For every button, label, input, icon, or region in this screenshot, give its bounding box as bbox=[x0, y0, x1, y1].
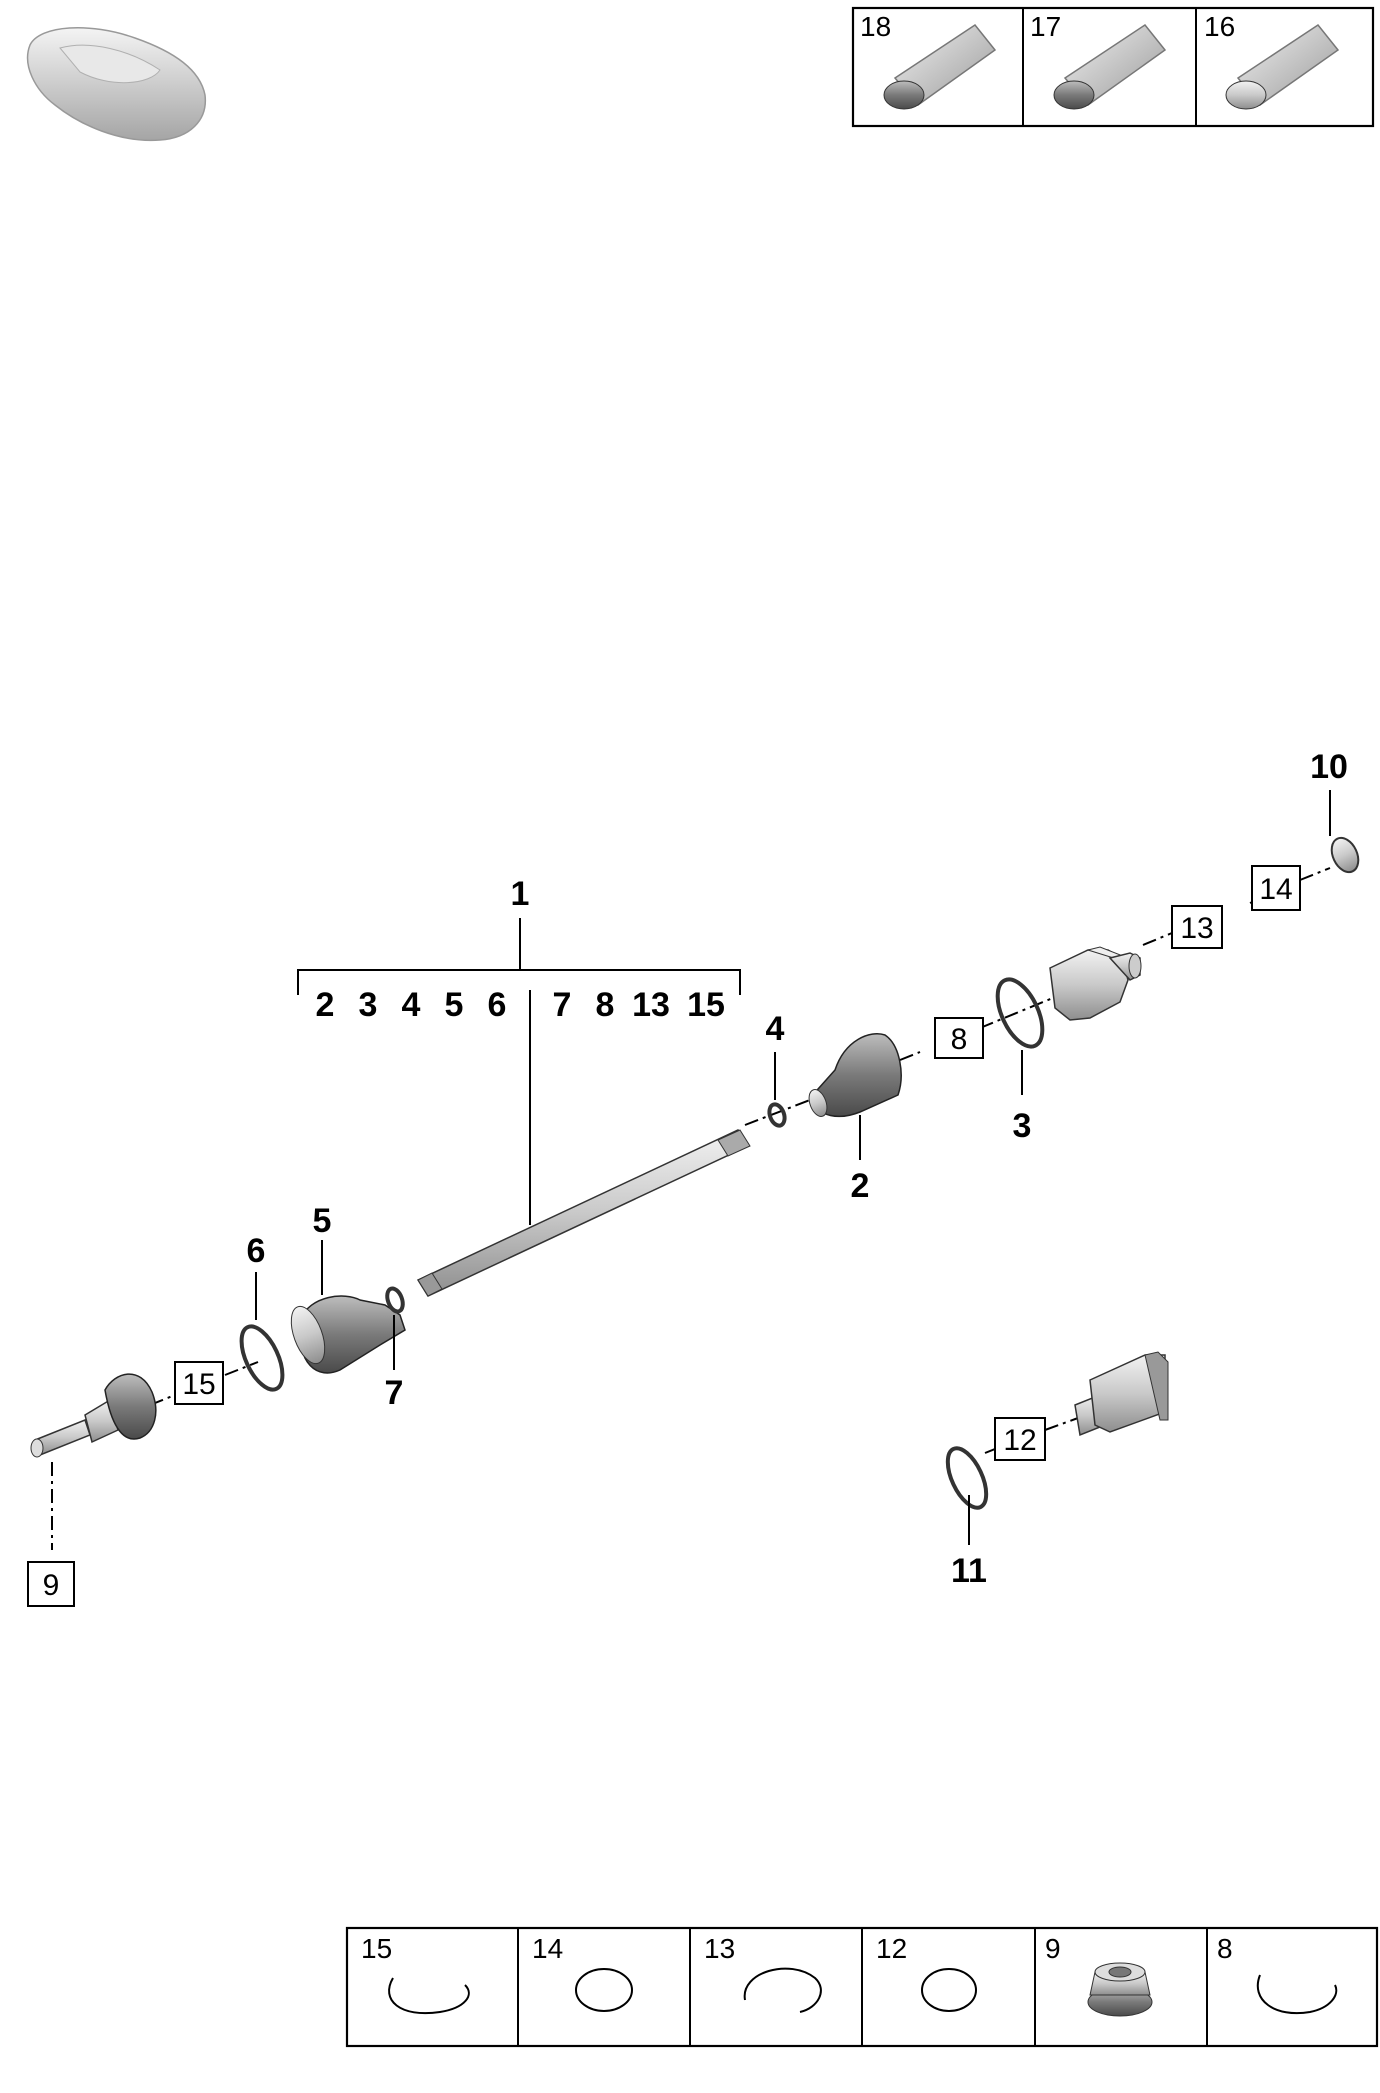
callout-2[interactable]: 2 bbox=[851, 1167, 870, 1205]
svg-text:12: 12 bbox=[1003, 1424, 1036, 1457]
clip-7-part[interactable] bbox=[384, 1286, 405, 1314]
assembly-item: 13 bbox=[632, 986, 670, 1024]
callout-3[interactable]: 3 bbox=[1013, 1107, 1032, 1145]
bottom-table-cell-13[interactable]: 13 bbox=[704, 1933, 822, 2013]
outer-cv-joint-part[interactable] bbox=[30, 1373, 157, 1458]
top-table-cell-18[interactable]: 18 bbox=[860, 11, 997, 110]
boxed-ref-8[interactable]: 8 bbox=[934, 1017, 984, 1059]
top-table-label: 16 bbox=[1204, 11, 1235, 42]
drive-shaft-part[interactable] bbox=[416, 1129, 751, 1297]
o-ring-icon bbox=[575, 1968, 633, 2012]
circlip-4-part[interactable] bbox=[767, 1102, 788, 1128]
assembly-bracket: 1 2 3 4 5 6 7 8 13 15 bbox=[297, 875, 741, 1225]
assembly-item: 8 bbox=[596, 986, 615, 1024]
callout-4[interactable]: 4 bbox=[766, 1010, 785, 1048]
inner-boot-2-part[interactable] bbox=[806, 1033, 902, 1119]
boxed-ref-15[interactable]: 15 bbox=[174, 1361, 224, 1405]
o-ring-icon bbox=[921, 1968, 977, 2012]
bottom-table-cell-8[interactable]: 8 bbox=[1217, 1933, 1338, 2015]
svg-text:8: 8 bbox=[951, 1023, 968, 1056]
top-table-label: 17 bbox=[1030, 11, 1061, 42]
clamp-ring-6-part[interactable] bbox=[233, 1320, 291, 1395]
bottom-table-cell-9[interactable]: 9 bbox=[1045, 1933, 1153, 2017]
assembly-item: 2 bbox=[316, 986, 335, 1024]
assembly-item: 15 bbox=[687, 986, 725, 1024]
bottom-table-label: 8 bbox=[1217, 1933, 1233, 1964]
callout-6[interactable]: 6 bbox=[247, 1232, 266, 1270]
assembly-item: 4 bbox=[402, 986, 421, 1024]
bottom-table-label: 14 bbox=[532, 1933, 563, 1964]
bottom-table-label: 12 bbox=[876, 1933, 907, 1964]
bottom-table-label: 9 bbox=[1045, 1933, 1061, 1964]
alternative-joint-housing-part[interactable] bbox=[1074, 1351, 1169, 1437]
ring-10-part[interactable] bbox=[1327, 834, 1364, 877]
callout-1[interactable]: 1 bbox=[511, 875, 530, 913]
bottom-parts-table: 15 14 13 12 9 8 bbox=[345, 1926, 1379, 2048]
clamp-ring-3-part[interactable] bbox=[988, 973, 1051, 1053]
assembly-item: 3 bbox=[359, 986, 378, 1024]
svg-text:15: 15 bbox=[182, 1368, 215, 1401]
bottom-table-label: 15 bbox=[361, 1933, 392, 1964]
bottom-table-cell-12[interactable]: 12 bbox=[876, 1933, 977, 2012]
svg-text:9: 9 bbox=[43, 1569, 60, 1602]
assembly-item: 6 bbox=[488, 986, 507, 1024]
bottom-table-cell-15[interactable]: 15 bbox=[361, 1933, 470, 2015]
svg-text:14: 14 bbox=[1259, 873, 1292, 906]
bottom-table-cell-14[interactable]: 14 bbox=[532, 1933, 633, 2012]
callout-7[interactable]: 7 bbox=[385, 1374, 404, 1412]
callout-11[interactable]: 11 bbox=[951, 1552, 987, 1590]
ring-11-part[interactable] bbox=[940, 1443, 994, 1514]
inner-cv-joint-housing-part[interactable] bbox=[1049, 946, 1142, 1021]
boxed-ref-13[interactable]: 13 bbox=[1171, 905, 1223, 949]
grease-tube-icon bbox=[1053, 23, 1167, 110]
outer-boot-5-part[interactable] bbox=[285, 1295, 406, 1374]
callout-5[interactable]: 5 bbox=[313, 1202, 332, 1240]
assembly-item: 5 bbox=[445, 986, 464, 1024]
collar-nut-icon bbox=[1087, 1962, 1153, 2017]
car-thumbnail-icon bbox=[26, 27, 206, 142]
grease-tube-icon bbox=[1225, 23, 1340, 110]
snap-ring-icon bbox=[1257, 1974, 1338, 2015]
top-table-cell-16[interactable]: 16 bbox=[1204, 11, 1340, 110]
callout-numbers: 2 3 4 5 6 7 10 11 bbox=[247, 748, 1348, 1590]
boxed-ref-12[interactable]: 12 bbox=[994, 1417, 1046, 1461]
boxed-ref-9[interactable]: 9 bbox=[27, 1561, 75, 1607]
snap-ring-icon bbox=[388, 1977, 470, 2015]
top-parts-table: 18 17 16 bbox=[851, 6, 1375, 128]
grease-tube-icon bbox=[883, 23, 997, 110]
callout-10[interactable]: 10 bbox=[1310, 748, 1348, 786]
leader-lines bbox=[255, 790, 1331, 1545]
assembly-item: 7 bbox=[553, 986, 572, 1024]
bottom-table-label: 13 bbox=[704, 1933, 735, 1964]
top-table-label: 18 bbox=[860, 11, 891, 42]
boxed-ref-14[interactable]: 14 bbox=[1251, 865, 1301, 911]
boxed-references: 8 9 12 13 14 15 bbox=[27, 865, 1301, 1607]
snap-ring-icon bbox=[743, 1967, 822, 2013]
svg-text:13: 13 bbox=[1180, 912, 1213, 945]
top-table-cell-17[interactable]: 17 bbox=[1030, 11, 1167, 110]
